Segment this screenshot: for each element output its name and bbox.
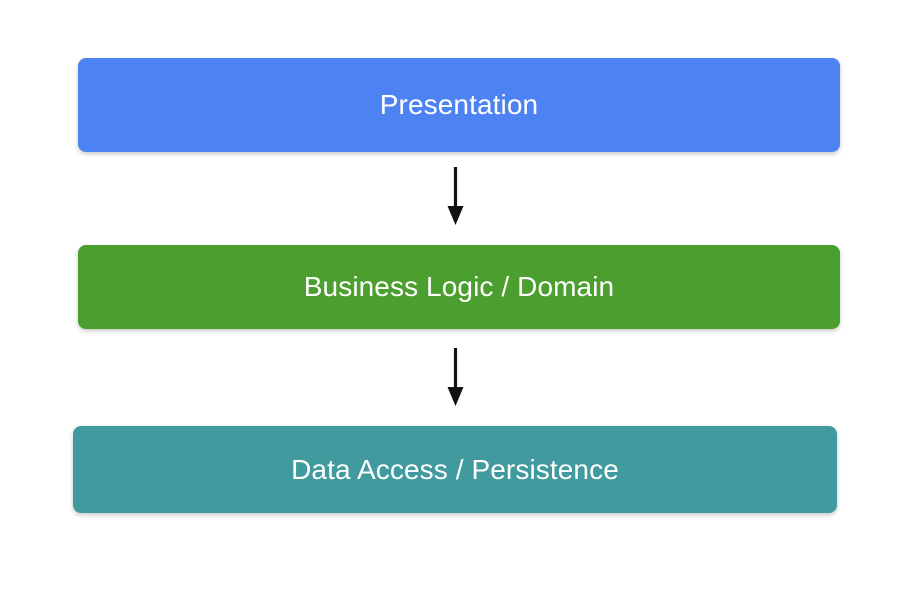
arrow-head — [447, 206, 464, 225]
layer-box-business-logic[interactable]: Business Logic / Domain — [78, 245, 840, 329]
connector-business-to-data — [438, 346, 474, 408]
arrow-head — [447, 387, 464, 406]
layer-label-data-access: Data Access / Persistence — [291, 453, 619, 485]
arrow-down-icon — [447, 167, 464, 225]
connector-presentation-to-business — [438, 165, 474, 227]
layer-label-presentation: Presentation — [379, 89, 539, 120]
layer-box-presentation[interactable]: Presentation — [78, 58, 840, 152]
layer-box-data-access[interactable]: Data Access / Persistence — [73, 426, 837, 513]
arrow-down-icon — [447, 348, 464, 406]
layer-label-business-logic: Business Logic / Domain — [303, 271, 615, 302]
